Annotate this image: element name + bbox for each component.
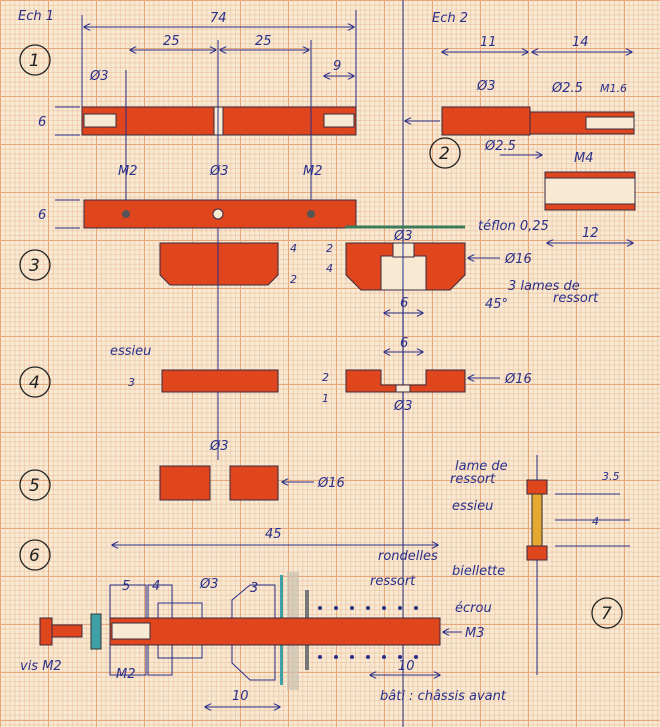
thread: M4: [574, 151, 594, 166]
part-6: 6 45 5 4 Ø3 3 rondelles ressort écrou M3…: [19, 527, 507, 707]
part-4: 4 essieu 6 Ø16 Ø3 3 2 1: [19, 336, 532, 414]
hole-center: Ø3: [209, 164, 229, 179]
screw: vis M2: [20, 659, 62, 674]
h: 3: [128, 376, 135, 389]
springs-2: ressort: [553, 291, 599, 306]
length: 12: [582, 226, 599, 241]
dia: Ø16: [504, 372, 532, 387]
dia-thin: Ø2.5: [551, 81, 583, 96]
frame: bâti : châssis avant: [380, 689, 507, 704]
leaf: lame de: [455, 459, 508, 474]
part-2: 2 M4 Ø2.5 12: [429, 137, 636, 243]
dia: Ø3: [89, 69, 109, 84]
spring: ressort: [370, 574, 416, 589]
bore: Ø3: [209, 439, 229, 454]
springs: 3 lames de: [508, 279, 580, 294]
washers: rondelles: [378, 549, 438, 564]
h3: 1: [322, 392, 329, 405]
h4: 4: [326, 262, 333, 275]
thread: M2: [116, 667, 136, 682]
axle: essieu: [452, 499, 493, 514]
scale-right: Ech 2: [432, 11, 468, 26]
part-number-circle: [19, 44, 51, 76]
height-top: 6: [38, 115, 46, 130]
part-number: 7: [601, 604, 612, 624]
nut: écrou: [455, 601, 492, 616]
w3: 3: [250, 581, 258, 596]
dia: Ø16: [317, 476, 345, 491]
width: 6: [400, 336, 408, 351]
d1: 3.5: [602, 470, 620, 483]
dist-b: 10: [398, 659, 415, 674]
h2: 2: [290, 273, 297, 286]
rod: biellette: [452, 564, 505, 579]
part-number: 5: [29, 476, 40, 496]
dim-thick: 11: [480, 35, 497, 50]
dim-b: 25: [255, 34, 272, 49]
axle: essieu: [110, 344, 151, 359]
part-7: 7 lame de ressort essieu biellette 3.5 4: [450, 455, 630, 675]
part-5: 5 Ø3 Ø16: [19, 439, 345, 501]
dia-thick: Ø3: [476, 79, 496, 94]
width: 6: [400, 296, 408, 311]
height-bottom: 6: [38, 208, 46, 223]
dist-a: 10: [232, 689, 249, 704]
dim-thin: 14: [572, 35, 589, 50]
thread: M1.6: [600, 82, 627, 95]
scale-left: Ech 1: [18, 9, 54, 24]
d2: 4: [592, 515, 599, 528]
w5: 5: [122, 579, 130, 594]
part-number: 4: [29, 373, 40, 393]
angle: 45°: [485, 297, 508, 312]
bore: Ø2.5: [484, 139, 516, 154]
thread-right: M2: [303, 164, 323, 179]
part-number: 2: [439, 144, 450, 164]
dim-end: 9: [333, 59, 341, 74]
dim-total: 74: [210, 11, 227, 26]
nut-thread: M3: [465, 626, 485, 641]
dia: Ø16: [504, 252, 532, 267]
leaf-2: ressort: [450, 472, 496, 487]
part-1: 1 74 25 25 9 Ø3 M2 Ø3 M2 6 6: [19, 10, 357, 240]
part-number: 3: [29, 256, 40, 276]
part-3: 3 téflon 0,25 Ø3 Ø16 3 lames de ressort …: [19, 219, 599, 460]
shaft: Ø3: [199, 577, 219, 592]
dim-a: 25: [163, 34, 180, 49]
h3: 2: [326, 242, 333, 255]
part-number: 6: [29, 546, 40, 566]
h1: 4: [290, 242, 297, 255]
teflon: téflon 0,25: [478, 219, 549, 234]
part-axle-end: 11 14 Ø3 Ø2.5 M1.6: [405, 35, 635, 136]
h2: 2: [322, 371, 329, 384]
w4: 4: [152, 579, 160, 594]
part-number: 1: [29, 51, 40, 71]
total: 45: [265, 527, 282, 542]
bore: Ø3: [393, 399, 413, 414]
thread-left: M2: [118, 164, 138, 179]
